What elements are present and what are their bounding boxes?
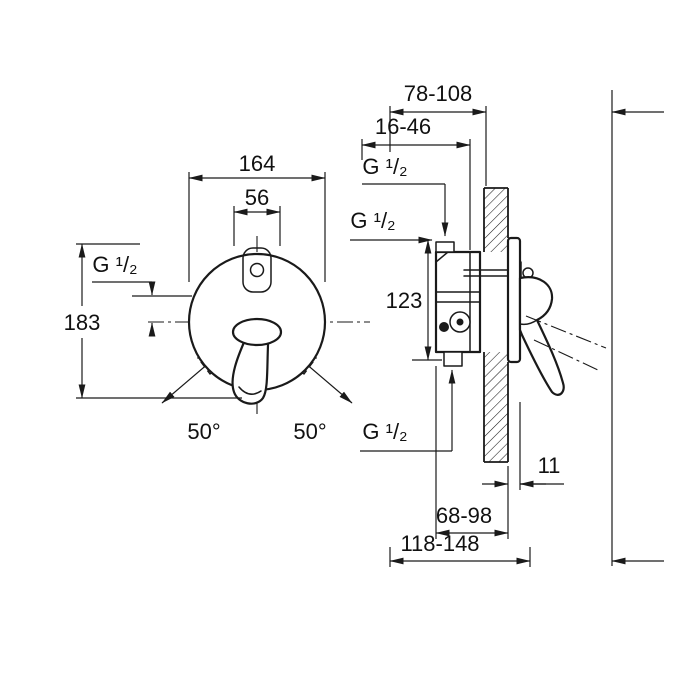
dim-183 bbox=[76, 243, 242, 399]
lever-tip-detail bbox=[238, 386, 262, 395]
cartridge bbox=[439, 311, 471, 333]
thread-top-label: G ¹/₂ bbox=[362, 154, 407, 179]
escutcheon-plate-side bbox=[506, 236, 522, 364]
thread-top-leader bbox=[362, 183, 449, 237]
dim-16-46-label: 16-46 bbox=[375, 114, 431, 139]
side-view bbox=[350, 90, 664, 567]
bottom-connection-stub bbox=[443, 351, 463, 367]
angle-left-label: 50° bbox=[187, 419, 220, 444]
dim-123-label: 123 bbox=[386, 288, 423, 313]
dim-183-label: 183 bbox=[64, 310, 101, 335]
handle-alt-position bbox=[525, 315, 607, 371]
handle-side bbox=[518, 276, 565, 396]
thread-outlet-leader bbox=[360, 369, 456, 452]
dim-68-98 bbox=[435, 366, 509, 539]
dim-164-label: 164 bbox=[239, 151, 276, 176]
thread-front-label: G ¹/₂ bbox=[92, 252, 137, 277]
thread-outlet-label: G ¹/₂ bbox=[362, 419, 407, 444]
dim-68-98-label: 68-98 bbox=[436, 503, 492, 528]
dim-11 bbox=[482, 402, 564, 539]
diverter-recess bbox=[242, 247, 272, 293]
labels: 164 56 183 G ¹/₂ 50° 50° 78-108 16-46 G … bbox=[64, 81, 561, 556]
dim-56-label: 56 bbox=[245, 185, 269, 210]
top-connection-stub bbox=[435, 241, 455, 253]
valve-body bbox=[434, 241, 482, 367]
dim-16-46 bbox=[361, 139, 471, 250]
thread-front-leader bbox=[92, 281, 156, 337]
wall-lines bbox=[483, 187, 509, 463]
wall-hatch-top bbox=[484, 188, 508, 252]
handle-hub-detail bbox=[519, 319, 538, 326]
dim-56 bbox=[233, 206, 281, 246]
lever-handle bbox=[231, 338, 270, 405]
dim-164 bbox=[188, 172, 326, 282]
thread-inlet-label: G ¹/₂ bbox=[350, 208, 395, 233]
angle-right-label: 50° bbox=[293, 419, 326, 444]
dim-123 bbox=[412, 239, 442, 361]
dim-78-108-label: 78-108 bbox=[404, 81, 473, 106]
wall-hatch-bottom bbox=[484, 352, 508, 462]
diverter-button bbox=[249, 262, 265, 278]
lever-hub bbox=[231, 317, 283, 347]
front-view bbox=[76, 172, 370, 414]
dim-118-148-label: 118-148 bbox=[400, 531, 479, 556]
dim-118-148 bbox=[389, 547, 531, 567]
dim-11-label: 11 bbox=[538, 453, 561, 478]
reference-plane bbox=[611, 90, 664, 566]
